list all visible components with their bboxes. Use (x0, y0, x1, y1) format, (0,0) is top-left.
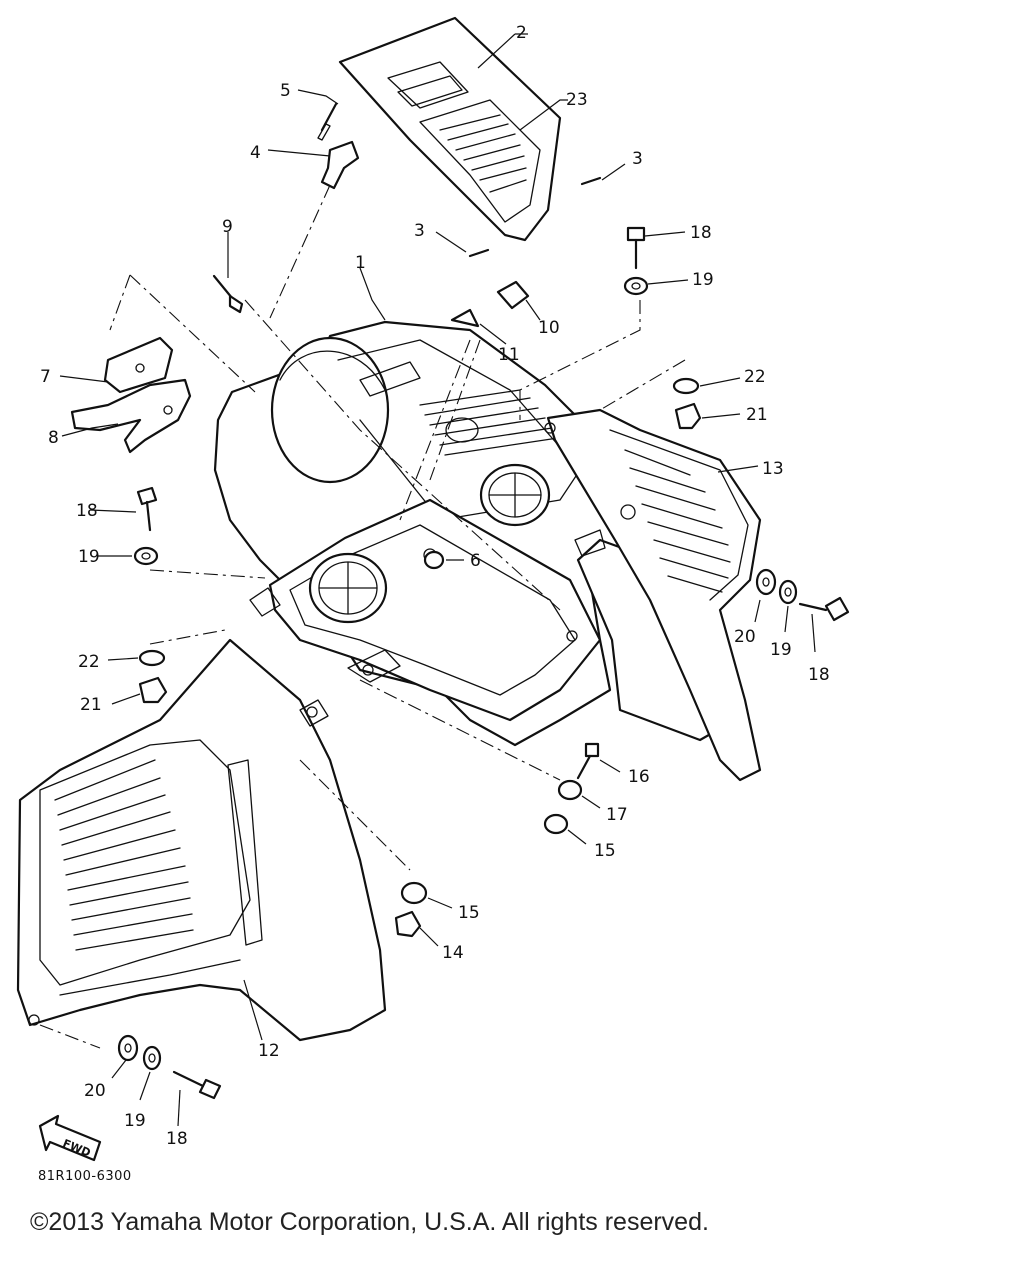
callout-18-left: 18 (76, 501, 98, 521)
callout-20-left: 20 (84, 1081, 106, 1101)
callout-18-right: 18 (808, 665, 830, 685)
callout-1: 1 (355, 253, 366, 273)
part-pin (468, 176, 602, 258)
callout-10: 10 (538, 318, 560, 338)
callout-12: 12 (258, 1041, 280, 1061)
callout-13: 13 (762, 459, 784, 479)
callout-labels: 2 23 5 4 3 3 9 18 19 1 10 11 7 8 22 21 1… (40, 23, 830, 1149)
callout-22-right: 22 (744, 367, 766, 387)
diagram-code: 81R100-6300 (38, 1169, 132, 1184)
callout-14: 14 (442, 943, 464, 963)
callout-17: 17 (606, 805, 628, 825)
callout-3-right: 3 (632, 149, 643, 169)
hardware (117, 226, 850, 1100)
callout-21-right: 21 (746, 405, 768, 425)
callout-9: 9 (222, 217, 233, 237)
part-right-grille (544, 408, 762, 782)
callout-19-bottom: 19 (124, 1111, 146, 1131)
callout-8: 8 (48, 428, 59, 448)
callout-19-top: 19 (692, 270, 714, 290)
callout-19-left: 19 (78, 547, 100, 567)
callout-11: 11 (498, 345, 520, 365)
callout-20-right: 20 (734, 627, 756, 647)
leader-lines (39, 33, 816, 1127)
part-brackets (70, 336, 192, 454)
callout-15-left: 15 (458, 903, 480, 923)
callout-6: 6 (470, 551, 481, 571)
callout-22-left: 22 (78, 652, 100, 672)
callout-4: 4 (250, 143, 261, 163)
callout-23: 23 (566, 90, 588, 110)
part-rivet (212, 274, 244, 314)
part-left-grille (16, 638, 387, 1042)
part-top-panel (338, 16, 562, 242)
callout-18-top: 18 (690, 223, 712, 243)
callout-21-left: 21 (80, 695, 102, 715)
callout-16: 16 (628, 767, 650, 787)
callout-19-right: 19 (770, 640, 792, 660)
callout-2: 2 (516, 23, 527, 43)
fwd-arrow-icon: FWD (38, 1114, 102, 1162)
callout-7: 7 (40, 367, 51, 387)
parts-diagram: 2 23 5 4 3 3 9 18 19 1 10 11 7 8 22 21 1… (16, 16, 850, 1184)
part-screw-clip (317, 102, 360, 190)
callout-18-bottom: 18 (166, 1129, 188, 1149)
callout-3-left: 3 (414, 221, 425, 241)
callout-15-right: 15 (594, 841, 616, 861)
copyright-notice: ©2013 Yamaha Motor Corporation, U.S.A. A… (30, 1208, 709, 1236)
callout-5: 5 (280, 81, 291, 101)
